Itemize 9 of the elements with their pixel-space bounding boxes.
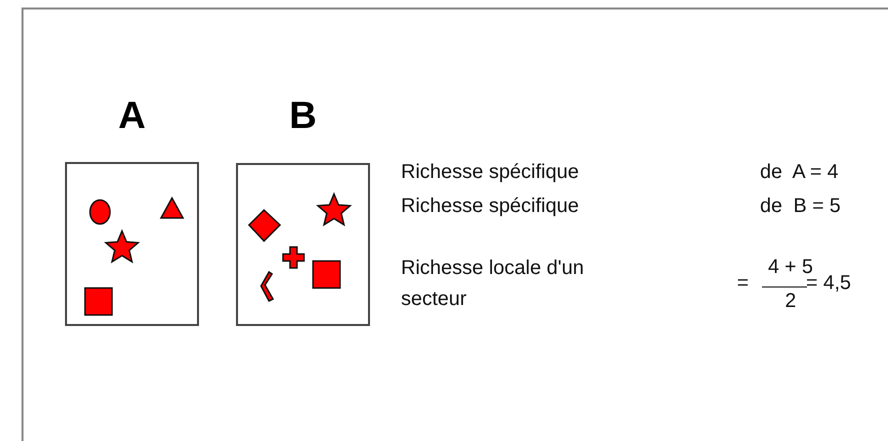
sample-heading: A: [117, 96, 147, 136]
richness-value: de A = 4: [760, 160, 838, 185]
local-richness-label: Richesse locale d'un secteur: [401, 256, 585, 312]
sample-heading: B: [288, 96, 318, 136]
equals-sign: =: [737, 271, 749, 296]
richness-value: de B = 5: [760, 194, 841, 219]
species-richness-label: Richesse spécifique: [401, 194, 579, 219]
fraction-denominator: 2: [785, 289, 796, 314]
species-richness-label: Richesse spécifique: [401, 160, 579, 185]
